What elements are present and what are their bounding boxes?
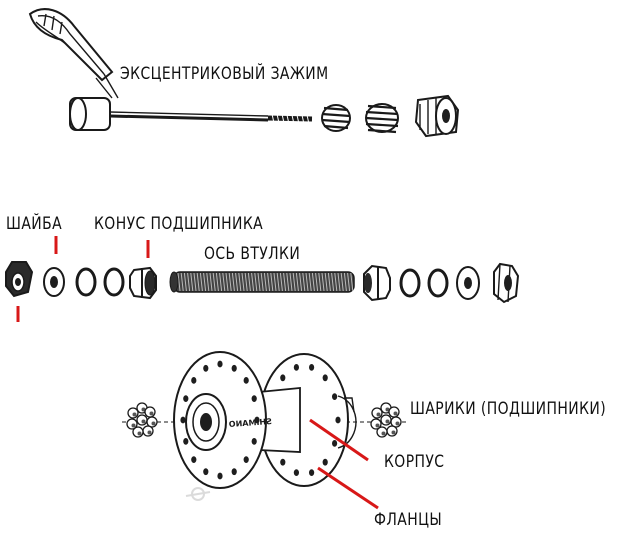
right-spacer-ring [427,268,449,298]
watermark-gear-icon [185,487,211,501]
spoke-hole [203,468,209,476]
bearing-ball [126,418,138,430]
right-washer [456,266,480,300]
spoke-hole [183,395,189,402]
spoke-hole [180,416,186,424]
bearing-ball [136,414,148,426]
spoke-hole [251,395,257,402]
left-spacer-ring [75,267,97,297]
spoke-hole [332,393,338,400]
left-locknut [5,261,34,298]
label-flanges: ФЛАНЦЫ [374,510,443,530]
bearing-ball [144,406,156,418]
right-thin-ring [399,268,421,298]
bearing-ball [127,407,139,419]
spoke-hole [280,458,286,466]
bearing-ball-shade [132,412,137,417]
axle-assembly-row [5,236,520,322]
bearing-ball-shade [151,421,156,426]
spoke-hole [191,377,197,384]
spoke-hole [280,374,286,382]
spoke-hole [243,377,249,384]
spoke-hole [203,364,209,372]
body-leader [309,418,369,462]
flange-leader [317,466,379,510]
spoke-hole [309,469,315,476]
left-thin-ring [103,267,125,297]
left-washer [43,267,65,297]
bearing-ball-shade [141,419,146,424]
bearing-ball-shade [376,412,381,417]
right-locknut [493,262,520,304]
bearing-ball-shade [395,421,400,426]
bearing-ball-shade [147,430,152,435]
spoke-hole [217,360,223,368]
bearing-ball [380,414,392,426]
spoke-hole [293,364,299,371]
spoke-hole [293,469,299,476]
spoke-hole [254,416,260,424]
bearing-ball [388,406,400,418]
bearing-ball-shade [385,419,390,424]
right-balls [370,402,402,438]
spoke-hole [332,440,338,447]
spoke-hole [309,364,315,371]
label-hub-axle: ОСЬ ВТУЛКИ [204,244,301,264]
hub-axle [169,271,355,293]
bearing-ball [142,425,154,437]
spoke-hole [322,374,328,382]
bearing-ball [370,418,382,430]
left-bearing-cone [129,266,157,300]
bearing-ball [371,407,383,419]
bearing-ball [386,425,398,437]
bearing-ball-shade [137,431,142,436]
bearing-ball-shade [381,431,386,436]
spoke-hole [217,472,223,480]
left-flange [173,351,267,489]
spoke-hole [231,468,237,476]
spoke-hole [322,458,328,466]
bearing-ball-shade [375,423,380,428]
bearing-ball-shade [391,430,396,435]
spoke-hole [251,438,257,445]
hub-body-group: SHIMANO [122,351,408,510]
label-bearing-cone: КОНУС ПОДШИПНИКА [94,214,264,234]
spoke-hole [183,438,189,445]
spoke-hole [191,456,197,463]
bearing-ball-shade [149,411,154,416]
spoke-hole [243,456,249,463]
quick-release-skewer [28,8,460,138]
left-balls [126,402,158,438]
label-washer: ШАЙБА [6,214,63,234]
bearing-ball-shade [393,411,398,416]
label-quick-release: ЭКСЦЕНТРИКОВЫЙ ЗАЖИМ [120,64,329,84]
label-balls: ШАРИКИ (ПОДШИПНИКИ) [410,399,607,419]
right-flange [259,353,349,487]
label-body: КОРПУС [384,452,445,472]
brand-logo-text: SHIMANO [228,417,272,429]
bearing-ball-shade [131,423,136,428]
bearing-ball-shade [385,407,390,412]
spoke-hole [335,416,341,424]
spoke-hole [231,364,237,372]
right-bearing-cone [363,264,391,302]
bearing-ball-shade [141,407,146,412]
